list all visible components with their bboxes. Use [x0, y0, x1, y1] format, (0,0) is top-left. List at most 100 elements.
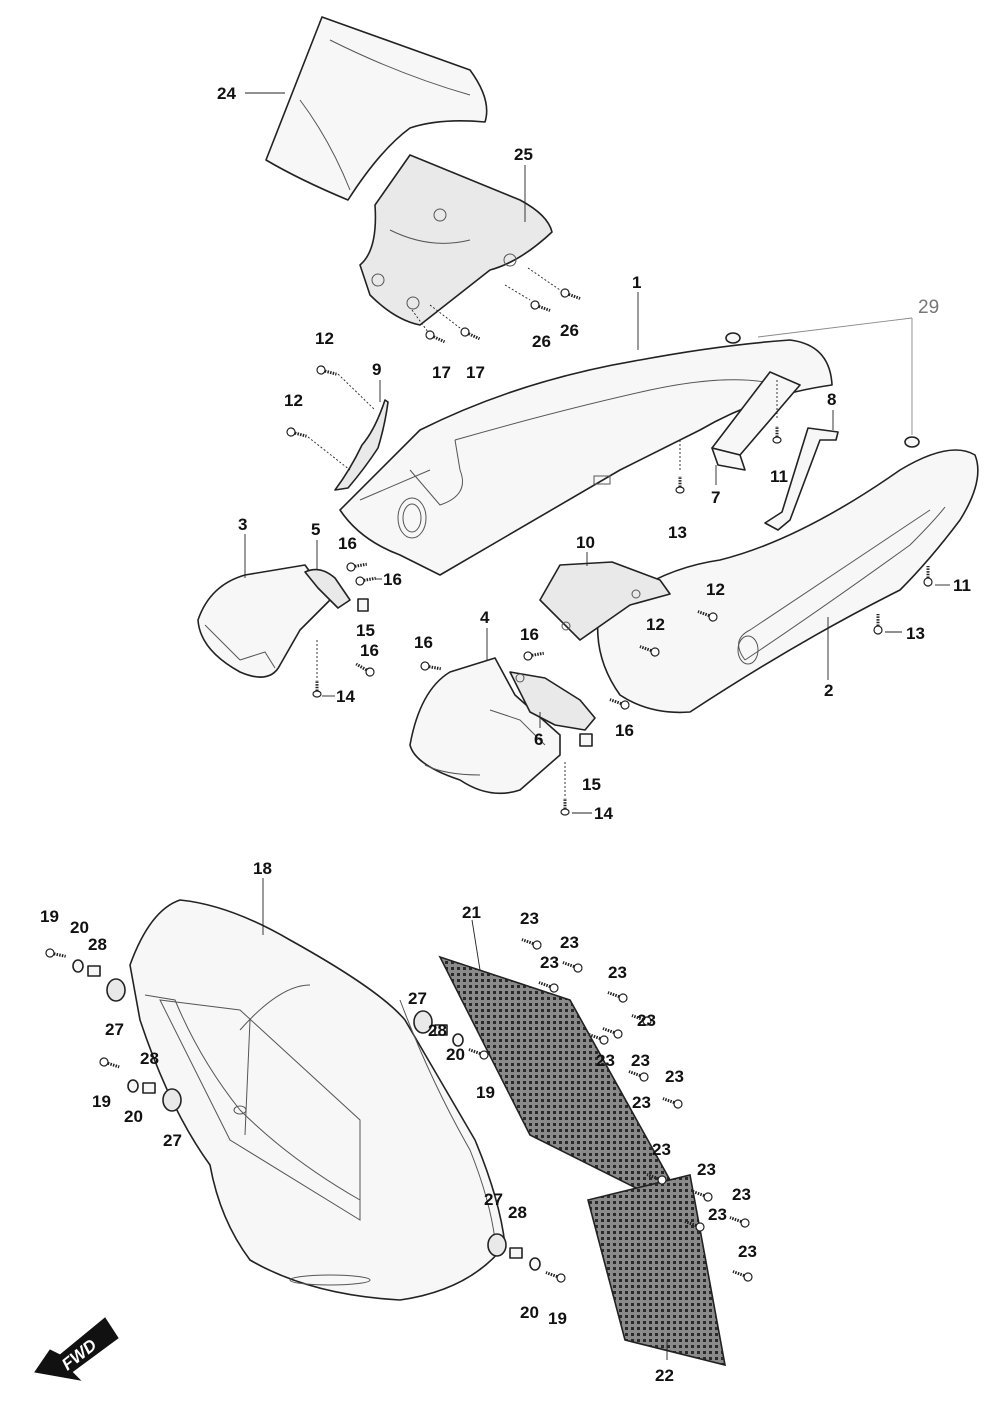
bolt-26b: [558, 286, 583, 304]
callout-19c: 19: [476, 1083, 495, 1102]
callout-13a: 13: [668, 523, 687, 542]
grommet-27a: [106, 978, 126, 1002]
callout-27d: 27: [484, 1190, 503, 1209]
callout-7: 7: [711, 488, 720, 507]
callout-23n: 23: [631, 1051, 650, 1070]
callout-20a: 20: [70, 918, 89, 937]
bolt-19b: [97, 1055, 122, 1073]
bolt-16b: [353, 572, 378, 588]
callout-15a: 15: [356, 621, 375, 640]
callout-26b: 26: [560, 321, 579, 340]
spacer-28b: [142, 1082, 156, 1094]
grommet-27d: [487, 1233, 507, 1257]
screw-23a: [519, 934, 544, 952]
washer-29a: [725, 332, 741, 344]
callout-14b: 14: [594, 804, 613, 823]
callout-28d: 28: [508, 1203, 527, 1222]
callout-23a: 23: [520, 909, 539, 928]
screw-23m: [730, 1266, 755, 1284]
bolt-19d: [543, 1267, 568, 1285]
callout-23e: 23: [637, 1011, 656, 1030]
callout-14a: 14: [336, 687, 355, 706]
washer-20a: [72, 959, 84, 973]
callout-27b: 27: [163, 1131, 182, 1150]
callout-27a: 27: [105, 1020, 124, 1039]
bolt-26a: [528, 298, 553, 316]
callout-12b: 12: [284, 391, 303, 410]
callout-16f: 16: [615, 721, 634, 740]
callout-16b: 16: [383, 570, 402, 589]
grommet-27b: [162, 1088, 182, 1112]
washer-29b: [904, 436, 920, 448]
callout-11b: 11: [953, 576, 971, 595]
callout-22: 22: [655, 1366, 674, 1385]
part-24-top-cover: [265, 16, 488, 201]
spacer-28d: [509, 1247, 523, 1259]
screw-23b: [560, 957, 585, 975]
part-5-bracket: [304, 568, 351, 609]
callout-23f: 23: [596, 1051, 615, 1070]
callout-5: 5: [311, 520, 320, 539]
callout-28c: 28: [428, 1021, 447, 1040]
callout-20c: 20: [446, 1045, 465, 1064]
bolt-17b: [458, 325, 483, 344]
callout-18: 18: [253, 859, 272, 878]
callout-23l: 23: [708, 1205, 727, 1224]
part-3-side-vent: [197, 564, 331, 678]
bolt-13b: [872, 612, 884, 636]
part-7-bracket: [711, 371, 801, 471]
bolt-19a: [43, 946, 68, 962]
callout-19d: 19: [548, 1309, 567, 1328]
screw-23k: [727, 1212, 752, 1230]
bolt-16d: [418, 659, 443, 675]
callout-28b: 28: [140, 1049, 159, 1068]
callout-11a: 11: [770, 467, 788, 486]
callout-26a: 26: [532, 332, 551, 351]
washer-20b: [127, 1079, 139, 1093]
part-15-clip-b: [579, 733, 593, 747]
part-8-bracket: [764, 427, 839, 531]
part-25-inner-panel: [359, 154, 553, 326]
washer-20c: [452, 1033, 464, 1047]
washer-20d: [529, 1257, 541, 1271]
part-1-side-cover: [339, 339, 833, 576]
callout-1: 1: [632, 273, 641, 292]
part-15-clip-a: [357, 598, 369, 612]
part-2-side-cover: [596, 449, 979, 714]
callout-20d: 20: [520, 1303, 539, 1322]
bolt-11a: [771, 424, 783, 445]
grommet-27c: [413, 1010, 433, 1034]
callout-16a: 16: [338, 534, 357, 553]
callout-17a: 17: [432, 363, 451, 382]
part-9-plate: [334, 399, 389, 491]
bolt-12b: [284, 425, 309, 442]
callout-8: 8: [827, 390, 836, 409]
bolt-16e: [521, 647, 546, 663]
callout-16e: 16: [520, 625, 539, 644]
callout-9: 9: [372, 360, 381, 379]
callout-6: 6: [534, 730, 543, 749]
callout-23b: 23: [560, 933, 579, 952]
bolt-11b: [922, 564, 934, 588]
bolt-16c: [352, 659, 377, 679]
bolt-12a: [314, 363, 339, 380]
part-18-floor-panel: [129, 899, 506, 1301]
spacer-28c: [434, 1024, 448, 1036]
callout-15b: 15: [582, 775, 601, 794]
callout-10: 10: [576, 533, 595, 552]
part-22-floor-mat: [587, 1174, 727, 1367]
callout-23g: 23: [665, 1067, 684, 1086]
callout-20b: 20: [124, 1107, 143, 1126]
callout-23i: 23: [652, 1140, 671, 1159]
callout-21: 21: [462, 903, 481, 922]
callout-28a: 28: [88, 935, 107, 954]
callout-23d: 23: [608, 963, 627, 982]
callout-24: 24: [217, 84, 236, 103]
screw-23d: [605, 987, 630, 1005]
callout-4: 4: [480, 608, 490, 627]
callout-12a: 12: [315, 329, 334, 348]
bolt-14a: [311, 678, 323, 699]
part-4-side-vent: [409, 657, 561, 795]
forward-direction-arrow-icon: FWD: [34, 1317, 119, 1381]
